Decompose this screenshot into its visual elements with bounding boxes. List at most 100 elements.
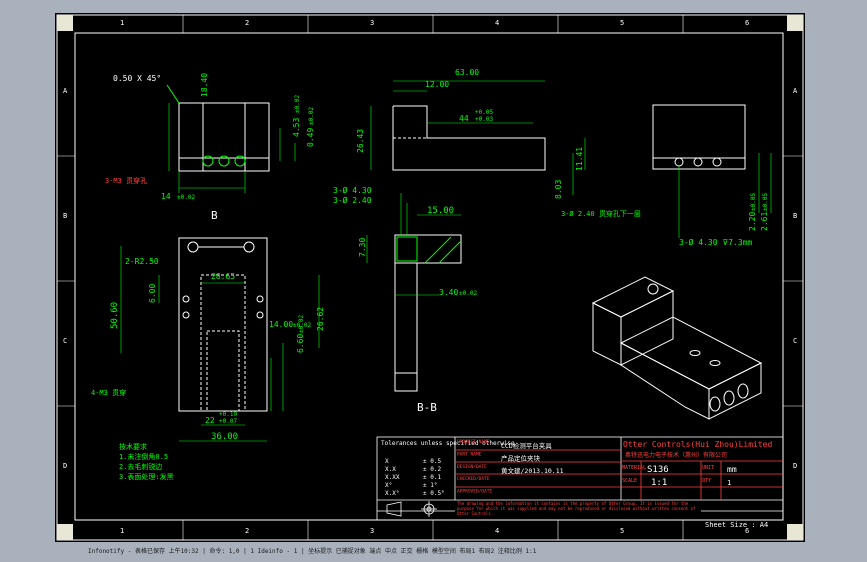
tolerance-key: X.X (385, 466, 396, 473)
section-view-dims (366, 193, 461, 296)
company-name-cn: 奥特迅电力电子技术（惠州）有限公司 (625, 451, 727, 459)
projection-symbol (386, 501, 437, 517)
plan-w2-dim: 22 (205, 416, 215, 425)
zone-label: 6 (745, 527, 749, 535)
section-hole-a: 3-Ø 4.30 (333, 185, 372, 195)
zone-label: 2 (245, 527, 249, 535)
front-width-tol: ±0.02 (177, 194, 195, 201)
corner-mark (57, 15, 73, 31)
tolerance-title: Tolerances unless specified otherwise (381, 440, 515, 447)
side-overall-dim: 63.00 (455, 68, 479, 77)
side-top-dim: 12.00 (425, 80, 449, 89)
front-width-dim: 14 (161, 192, 171, 201)
front-dim-a: 4.53 (292, 118, 301, 137)
field-value[interactable]: CCD检测平台夹具 (501, 441, 552, 450)
side-slot-dim: 44 (459, 114, 469, 123)
material-label: MATERIAL (622, 465, 646, 471)
plan-h3-tol: ±0.02 (293, 322, 311, 329)
zone-label: D (63, 462, 67, 470)
qty-label: QTY (702, 478, 711, 484)
field-value[interactable]: 黄文建/2013.10.11 (501, 466, 564, 475)
plan-holes-note: 4-M3 贯穿 (91, 388, 126, 397)
tolerance-value: ± 0.5 (423, 458, 441, 465)
qty-value: 1 (727, 479, 731, 487)
tolerance-block: Tolerances unless specified otherwise X±… (381, 440, 515, 497)
rear-view-dims (678, 153, 772, 238)
unit-label: UNIT (702, 465, 714, 471)
side-slot-tol-dn: +0.03 (475, 116, 493, 123)
side-height-dim: 26.43 (356, 129, 365, 153)
material-value: S136 (647, 465, 669, 475)
front-height-dim: 18.40 (200, 73, 209, 97)
plan-h4-dim: 6.60 (296, 334, 305, 353)
tech-note-title: 技术要求 (119, 442, 147, 451)
field-label: CHECKED/DATE (457, 476, 490, 482)
rear-dim-a-tol: ±0.05 (750, 193, 757, 211)
isometric-view (591, 276, 763, 420)
tech-notes: 技术要求 1.未注倒角0.5 2.去毛刺锐边 3.表面处理:发黑 (119, 442, 174, 481)
zone-label: 4 (495, 527, 499, 535)
tech-note: 3.表面处理:发黑 (119, 472, 174, 481)
front-view (166, 84, 270, 172)
field-label: APPROVED/DATE (457, 489, 493, 495)
scale-value: 1:1 (651, 478, 667, 488)
tolerance-key: X.XX (385, 474, 400, 481)
corner-mark (787, 15, 803, 31)
zone-label: 5 (620, 19, 624, 27)
zone-label: 1 (120, 527, 124, 535)
plan-h3-dim: 14.00 (269, 320, 293, 329)
chamfer-label: 0.50 X 45° (113, 74, 161, 83)
title-fields: PROJECT NAME CCD检测平台夹具 PART NAME 产品定位夹块 DESI… (457, 439, 564, 495)
zone-label: 2 (245, 19, 249, 27)
rear-view (652, 104, 746, 170)
section-width-dim: 15.00 (427, 206, 454, 216)
section-mark-b: B (211, 209, 218, 222)
outer-border (56, 14, 804, 541)
plan-h1-dim: 6.00 (148, 284, 157, 303)
front-dim-b-tol: ±0.02 (308, 107, 315, 125)
zone-label: 6 (745, 19, 749, 27)
front-hole-note: 3-M3 贯穿孔 (105, 176, 147, 185)
section-label: B-B (417, 401, 437, 414)
zone-label: D (793, 462, 797, 470)
zone-label: 3 (370, 527, 374, 535)
side-slot-tol-up: +0.05 (475, 109, 493, 116)
tolerance-key: X° (385, 482, 392, 489)
section-hole-b: 3-Ø 2.40 (333, 195, 372, 205)
rear-dim-b: 2.61 (760, 212, 769, 231)
rear-dim-b-tol: ±0.05 (762, 193, 769, 211)
rear-hole-note: 3-Ø 2.40 贯穿孔下一层 (561, 209, 641, 218)
zone-label: C (63, 337, 67, 345)
zone-label: 1 (120, 19, 124, 27)
front-view-dims (168, 103, 296, 193)
tolerance-key: X.X° (385, 490, 399, 497)
field-label: PROJECT NAME (457, 439, 490, 445)
zone-label: 4 (495, 19, 499, 27)
plan-w3-dim: 36.00 (211, 432, 238, 442)
tolerance-value: ± 0.2 (423, 466, 441, 473)
section-depth-tol: ±0.02 (459, 290, 477, 297)
side-depth-a: 11.41 (575, 147, 584, 171)
tech-note: 2.去毛刺锐边 (119, 462, 162, 471)
front-dim-a-tol: ±0.02 (294, 95, 301, 113)
tolerance-value: ± 0.1 (423, 474, 441, 481)
plan-w1-dim: 28.65 (211, 272, 235, 281)
sheet-size: Sheet Size : A4 (705, 521, 768, 529)
field-value[interactable]: 产品定位夹块 (501, 453, 541, 462)
section-view (394, 234, 462, 392)
plan-radius-dim: 2-R2.50 (125, 257, 159, 266)
title-block (376, 436, 784, 521)
plan-w2-tol-dn: +0.07 (219, 418, 237, 425)
field-label: PART NAME (457, 451, 482, 457)
plan-h2-dim: 50.60 (110, 302, 120, 329)
field-label: DESIGN/DATE (457, 464, 487, 470)
disclaimer: The drawing and the information it conta… (457, 501, 696, 516)
plan-view-dims (120, 246, 320, 442)
status-bar: Infonotify - 表格已保存 上午10:32 | 命令: 1,0 | 1… (88, 548, 537, 555)
section-depth-dim: 3.40 (439, 288, 458, 297)
front-dim-b: 0.49 (306, 128, 315, 147)
corner-mark (57, 524, 73, 540)
corner-mark (787, 524, 803, 540)
